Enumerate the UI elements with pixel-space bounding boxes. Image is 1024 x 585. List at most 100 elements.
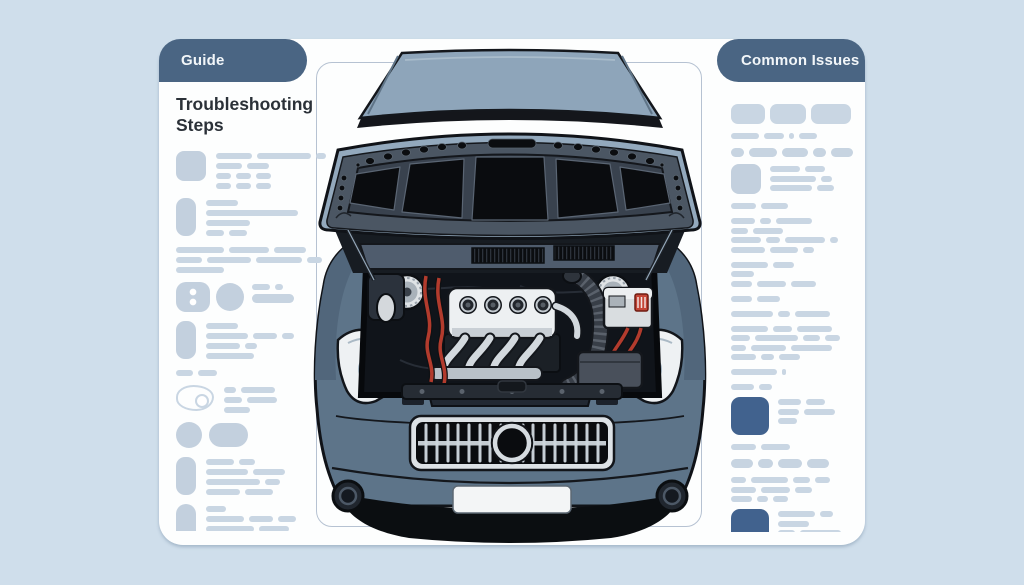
placeholder-bar bbox=[239, 459, 255, 465]
hood-panels bbox=[349, 156, 671, 221]
step-accent-bar bbox=[176, 198, 196, 236]
placeholder-bar bbox=[789, 133, 794, 139]
placeholder-bar bbox=[761, 354, 774, 360]
placeholder-bar bbox=[307, 257, 322, 263]
placeholder-bar bbox=[803, 335, 820, 341]
placeholder-bar bbox=[757, 496, 768, 502]
placeholder-bar bbox=[207, 257, 251, 263]
placeholder-bar bbox=[731, 203, 756, 209]
control-module bbox=[576, 350, 644, 390]
sketch-annotation-icon bbox=[176, 385, 214, 411]
placeholder-bar bbox=[800, 530, 841, 532]
placeholder-bar bbox=[256, 173, 271, 179]
step-accent-bar bbox=[176, 504, 196, 531]
placeholder-group bbox=[176, 151, 330, 189]
placeholder-bar bbox=[759, 384, 772, 390]
placeholder-group bbox=[731, 146, 855, 157]
placeholder-bar bbox=[731, 310, 773, 317]
placeholder-group bbox=[176, 457, 330, 495]
placeholder-chip bbox=[770, 104, 806, 124]
placeholder-bar bbox=[782, 369, 786, 375]
placeholder-group bbox=[731, 294, 855, 302]
valve-cover bbox=[446, 286, 558, 340]
placeholder-bar bbox=[731, 335, 750, 341]
placeholder-bar bbox=[229, 230, 247, 236]
placeholder-bar bbox=[206, 459, 234, 465]
placeholder-bar bbox=[815, 477, 830, 483]
placeholder-bar bbox=[761, 486, 790, 493]
avatar-pill-icon bbox=[176, 422, 248, 448]
placeholder-group bbox=[731, 164, 855, 194]
placeholder-bar bbox=[731, 237, 761, 243]
placeholder-bar bbox=[253, 469, 285, 475]
placeholder-group bbox=[731, 509, 855, 532]
placeholder-bar bbox=[755, 335, 798, 341]
placeholder-bar bbox=[206, 210, 298, 216]
placeholder-bar bbox=[778, 399, 801, 405]
placeholder-pill bbox=[782, 148, 808, 157]
page-title: Troubleshooting Steps bbox=[176, 94, 314, 135]
placeholder-bar bbox=[245, 343, 257, 349]
placeholder-bar bbox=[249, 516, 273, 522]
tab-common-issues-label: Common Issues bbox=[741, 52, 860, 69]
placeholder-group bbox=[176, 198, 330, 236]
placeholder-bar bbox=[757, 295, 780, 302]
placeholder-bar bbox=[731, 354, 756, 360]
placeholder-group bbox=[176, 245, 330, 273]
placeholder-bar bbox=[206, 333, 248, 339]
placeholder-group bbox=[731, 309, 855, 317]
placeholder-chip bbox=[811, 104, 851, 124]
placeholder-bar bbox=[206, 230, 224, 236]
troubleshooting-steps-list bbox=[176, 151, 330, 531]
placeholder-bar bbox=[198, 370, 217, 376]
placeholder-bar bbox=[731, 344, 746, 351]
placeholder-group bbox=[731, 260, 855, 287]
placeholder-bar bbox=[206, 489, 240, 495]
placeholder-bar bbox=[791, 344, 832, 351]
placeholder-pill bbox=[831, 148, 853, 157]
placeholder-bar bbox=[216, 183, 231, 189]
placeholder-group bbox=[731, 216, 855, 253]
reservoir-cylinder bbox=[376, 293, 396, 323]
placeholder-bar bbox=[731, 133, 759, 139]
placeholder-group bbox=[731, 382, 855, 390]
placeholder-group bbox=[731, 201, 855, 209]
placeholder-bar bbox=[751, 344, 786, 351]
placeholder-group bbox=[731, 397, 855, 435]
hood-struts bbox=[346, 229, 674, 281]
placeholder-bar bbox=[731, 369, 777, 375]
tab-common-issues[interactable]: Common Issues bbox=[717, 39, 865, 82]
engine-bay bbox=[357, 263, 663, 400]
placeholder-pill bbox=[807, 459, 829, 468]
placeholder-bar bbox=[229, 247, 269, 253]
placeholder-bar bbox=[731, 444, 756, 450]
placeholder-bar bbox=[216, 163, 242, 169]
placeholder-bar bbox=[206, 200, 238, 206]
placeholder-pill bbox=[749, 148, 777, 157]
placeholder-bar bbox=[176, 257, 202, 263]
tab-guide[interactable]: Guide bbox=[159, 39, 307, 82]
placeholder-bar bbox=[778, 520, 809, 527]
placeholder-bar bbox=[773, 261, 794, 268]
thumbnail-icon bbox=[731, 164, 761, 194]
placeholder-bar bbox=[206, 516, 244, 522]
placeholder-group bbox=[176, 321, 330, 359]
placeholder-bar bbox=[821, 175, 832, 182]
placeholder-bar bbox=[206, 479, 260, 485]
placeholder-bar bbox=[778, 310, 790, 317]
placeholder-bar bbox=[766, 237, 780, 243]
open-hood-underside bbox=[318, 132, 702, 240]
placeholder-bar bbox=[804, 408, 835, 415]
placeholder-bar bbox=[176, 370, 193, 376]
placeholder-bar bbox=[236, 173, 251, 179]
placeholder-bar bbox=[795, 486, 812, 493]
placeholder-bar bbox=[247, 163, 269, 169]
placeholder-bar bbox=[760, 218, 771, 224]
placeholder-bar bbox=[817, 185, 834, 191]
placeholder-bar bbox=[830, 237, 838, 243]
placeholder-bar bbox=[224, 387, 236, 393]
placeholder-bar bbox=[731, 280, 752, 287]
placeholder-pill bbox=[731, 459, 753, 468]
placeholder-bar bbox=[245, 489, 273, 495]
placeholder-group bbox=[731, 102, 855, 124]
